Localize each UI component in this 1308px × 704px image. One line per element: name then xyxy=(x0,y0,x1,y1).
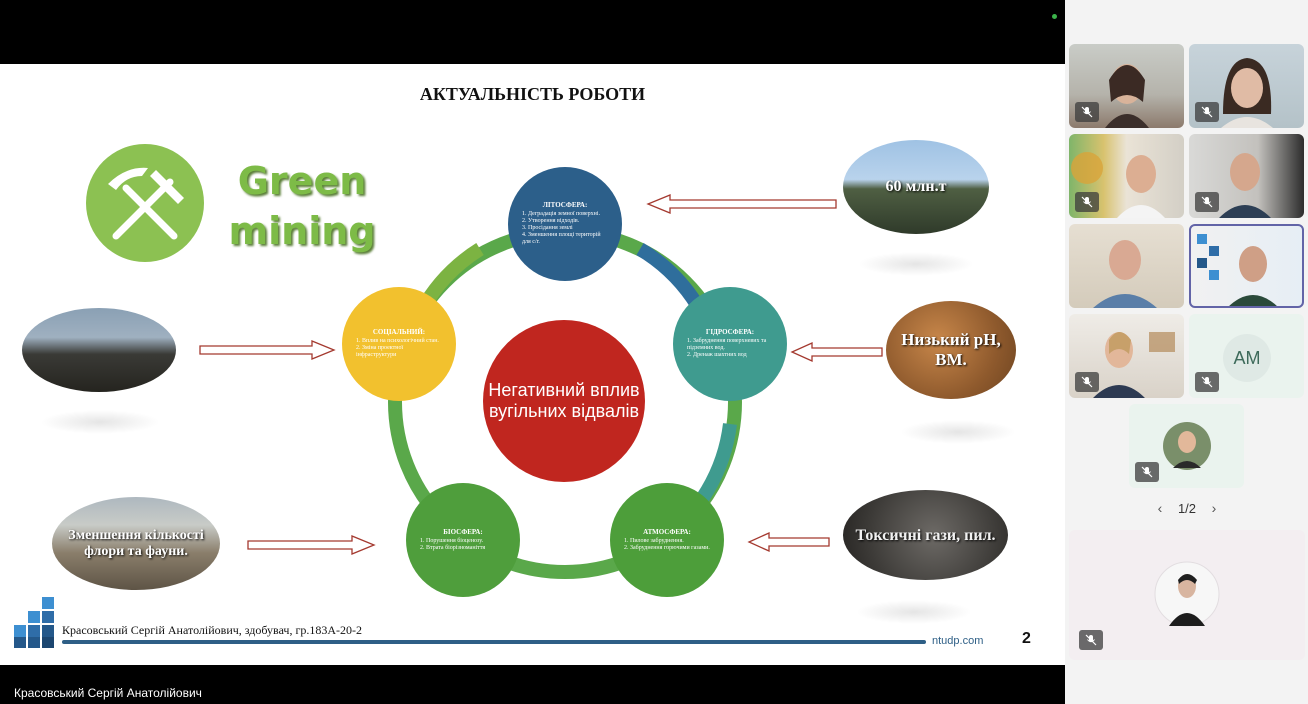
arrow-left-icon xyxy=(646,194,837,214)
node-lithosphere: ЛІТОСФЕРА: 1. Деградація земної поверхні… xyxy=(508,167,622,281)
participant-video xyxy=(1093,332,1175,398)
footer-author: Красовський Сергій Анатолійович, здобува… xyxy=(62,623,363,637)
bottom-bar xyxy=(0,665,1065,704)
node-social-item: 1. Вплив на психологічний стан. xyxy=(356,338,439,344)
photo-acid-soil: Низький рН, ВМ. xyxy=(886,301,1016,399)
node-atmosphere-title: АТМОСФЕРА: xyxy=(643,527,691,536)
photo-shadow xyxy=(856,600,972,624)
node-hydrosphere: ГІДРОСФЕРА: 1. Забруднення поверхневих т… xyxy=(673,287,787,401)
photo-acid-soil-label: Низький рН, ВМ. xyxy=(901,330,1001,369)
presenter-name-label: Красовський Сергій Анатолійович xyxy=(14,686,202,700)
participant-video xyxy=(1197,234,1279,308)
participant-video xyxy=(1071,152,1165,218)
green-mining-text: Green mining xyxy=(222,156,382,256)
participant-avatar xyxy=(1163,422,1211,470)
node-biosphere-title: БІОСФЕРА: xyxy=(443,527,483,536)
university-logo-icon xyxy=(14,597,54,648)
mic-off-icon xyxy=(1075,102,1099,122)
participant-tile[interactable]: АМ xyxy=(1189,314,1304,398)
photo-shadow xyxy=(858,252,974,276)
arrow-right-icon xyxy=(247,535,376,555)
footer-website: ntudp.com xyxy=(932,635,984,647)
mic-off-icon xyxy=(1195,192,1219,212)
green-mining-line1: Green xyxy=(237,159,367,203)
mic-off-icon xyxy=(1079,630,1103,650)
mic-off-icon xyxy=(1075,192,1099,212)
participant-tile[interactable] xyxy=(1069,44,1184,128)
photo-landscape-label: Зменшення кількості флори та фауни. xyxy=(68,527,204,559)
photo-shadow xyxy=(40,410,160,434)
participant-initials: АМ xyxy=(1223,334,1271,382)
participant-tile[interactable] xyxy=(1189,44,1304,128)
participant-tile[interactable] xyxy=(1069,314,1184,398)
participant-avatar xyxy=(1154,561,1220,627)
self-view-tile[interactable] xyxy=(1069,530,1305,660)
node-hydrosphere-title: ГІДРОСФЕРА: xyxy=(705,328,755,336)
node-social: СОЦІАЛЬНИЙ: 1. Вплив на психологічний ст… xyxy=(342,287,456,401)
participant-video xyxy=(1105,64,1149,128)
pickaxe-hammer-icon xyxy=(86,144,204,262)
chevron-left-icon[interactable]: ‹ xyxy=(1157,500,1163,516)
live-indicator xyxy=(1052,14,1057,19)
node-hydrosphere-item: 2. Дренаж шахтних вод xyxy=(687,352,747,358)
node-lithosphere-item: 1. Деградація земної поверхні. xyxy=(522,211,601,217)
slide-page-number: 2 xyxy=(1022,630,1031,647)
node-lithosphere-item: 3. Просідання землі xyxy=(522,225,573,231)
node-hydrosphere-item: 1. Забруднення поверхневих та підземних … xyxy=(687,338,767,351)
shared-screen: АКТУАЛЬНІСТЬ РОБОТИ Green mining xyxy=(0,0,1065,704)
participant-video xyxy=(1219,153,1271,218)
top-bar xyxy=(0,0,1065,64)
node-biosphere-item: 1. Порушення біоценозу. xyxy=(420,537,484,544)
mic-off-icon xyxy=(1075,372,1099,392)
photo-quarry xyxy=(22,308,176,392)
node-atmosphere: АТМОСФЕРА: 1. Пилове забруднення. 2. Заб… xyxy=(610,483,724,597)
participant-tile[interactable] xyxy=(1189,134,1304,218)
node-biosphere-item: 2. Втрата біорізноманіття xyxy=(420,544,486,551)
participant-video xyxy=(1093,240,1157,308)
node-social-item: 2. Зміна проектної інфраструктури xyxy=(356,345,404,358)
participant-video xyxy=(1221,58,1273,128)
node-biosphere: БІОСФЕРА: 1. Порушення біоценозу. 2. Втр… xyxy=(406,483,520,597)
mic-off-icon xyxy=(1195,372,1219,392)
photo-mountain-label: 60 млн.т xyxy=(885,178,947,195)
photo-mountain: 60 млн.т xyxy=(843,140,989,234)
participants-pager: ‹ 1/2 › xyxy=(1152,500,1222,516)
mic-off-icon xyxy=(1195,102,1219,122)
presentation-slide: АКТУАЛЬНІСТЬ РОБОТИ Green mining xyxy=(0,64,1065,665)
photo-truck: Токсичні гази, пил. xyxy=(843,490,1008,580)
node-social-title: СОЦІАЛЬНИЙ: xyxy=(372,328,426,336)
node-atmosphere-item: 1. Пилове забруднення. xyxy=(624,537,684,544)
chevron-right-icon[interactable]: › xyxy=(1211,500,1217,516)
center-circle: Негативний вплив вугільних відвалів xyxy=(483,320,645,482)
photo-truck-label: Токсичні гази, пил. xyxy=(855,526,996,544)
node-lithosphere-item: 4. Зменшення площі територій для с/г. xyxy=(522,232,601,245)
participant-tile[interactable] xyxy=(1069,224,1184,308)
node-atmosphere-item: 2. Забруднення горючими газами. xyxy=(624,544,710,551)
pager-label: 1/2 xyxy=(1177,500,1197,516)
photo-landscape: Зменшення кількості флори та фауни. xyxy=(52,497,220,590)
arrow-left-icon xyxy=(747,532,830,552)
green-mining-line2: mining xyxy=(228,209,376,253)
participant-tile[interactable] xyxy=(1129,404,1244,488)
arrow-left-icon xyxy=(790,342,883,362)
slide-title: АКТУАЛЬНІСТЬ РОБОТИ xyxy=(419,84,646,104)
photo-shadow xyxy=(900,420,1016,444)
mic-off-icon xyxy=(1135,462,1159,482)
footer-divider xyxy=(62,640,926,644)
participant-tile[interactable] xyxy=(1069,134,1184,218)
node-lithosphere-title: ЛІТОСФЕРА: xyxy=(542,201,588,209)
participant-tile-active-speaker[interactable] xyxy=(1189,224,1304,308)
node-lithosphere-item: 2. Утворення відходів. xyxy=(522,218,580,224)
arrow-right-icon xyxy=(199,340,336,360)
